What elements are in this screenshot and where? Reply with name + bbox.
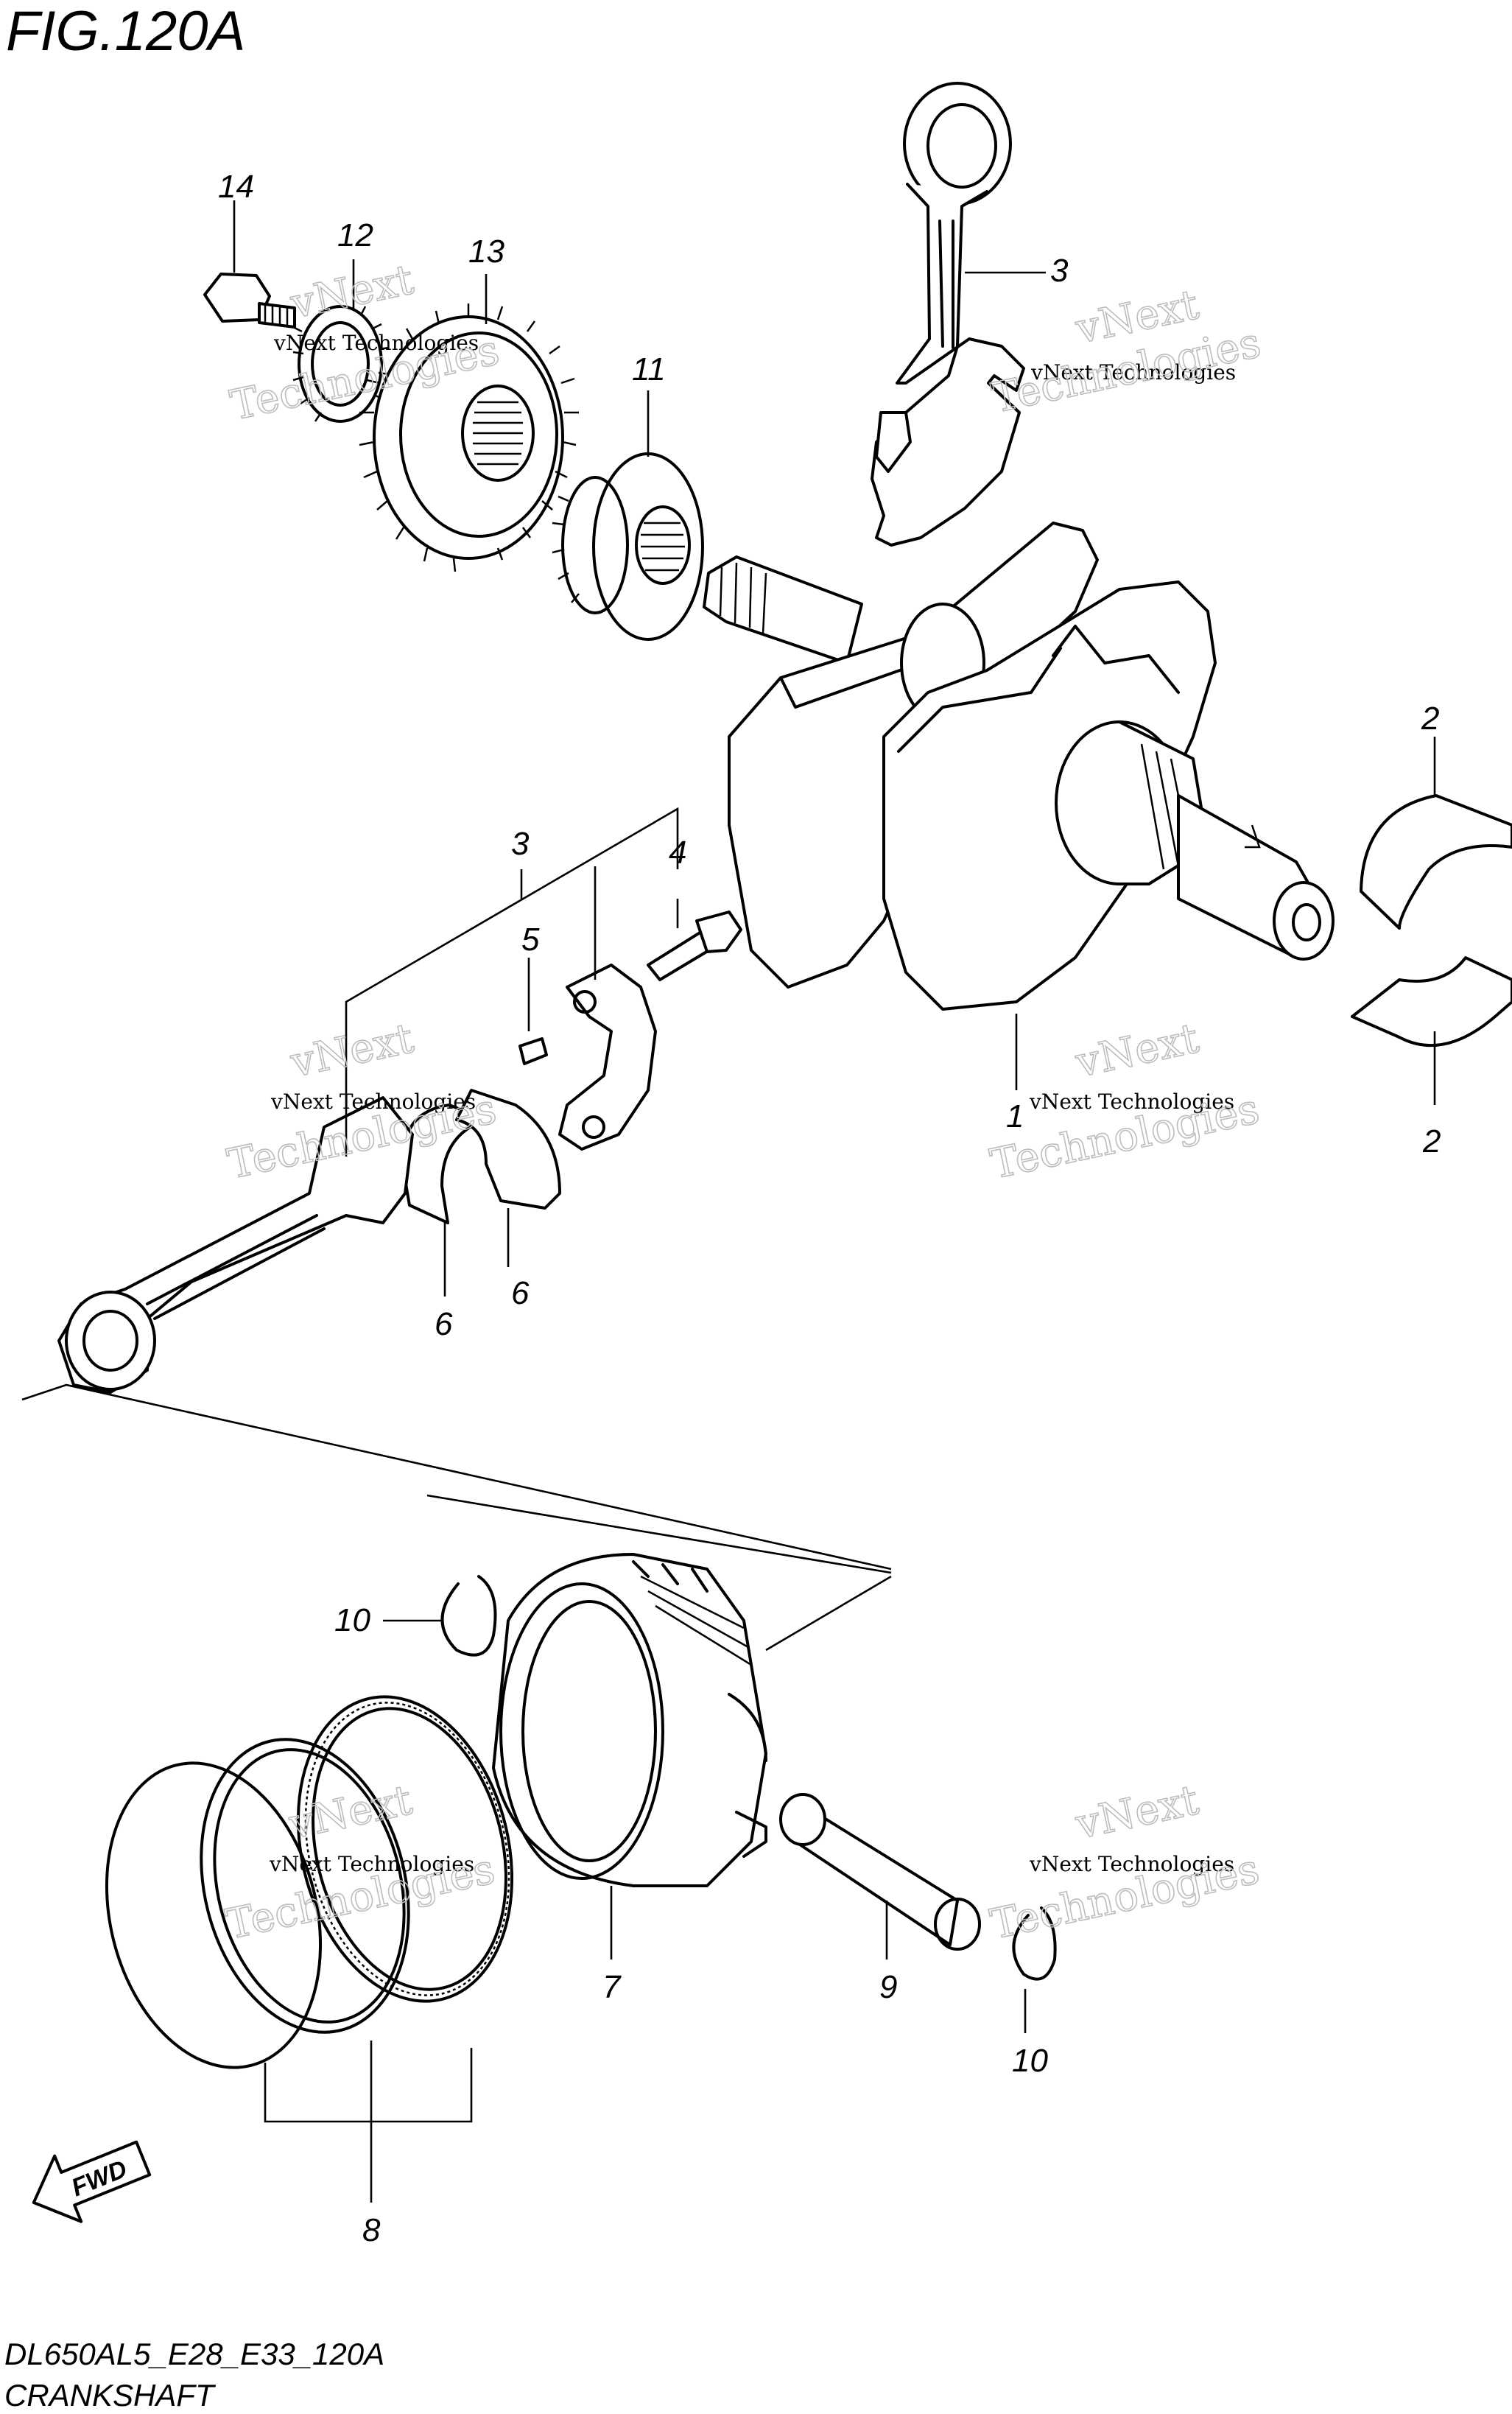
callout-10-right: 10	[1012, 2043, 1048, 2079]
callout-8: 8	[362, 2212, 381, 2248]
callout-10-left: 10	[334, 1602, 370, 1638]
svg-text:vNext Technologies: vNext Technologies	[273, 331, 479, 355]
callout-2-upper: 2	[1421, 701, 1439, 737]
part-2-bearing-lower[interactable]	[1351, 956, 1512, 1048]
callout-12: 12	[337, 217, 373, 253]
callout-14: 14	[218, 169, 254, 205]
part-3-rod-cap[interactable]	[558, 964, 657, 1151]
callout-4: 4	[669, 835, 686, 871]
callout-6-b: 6	[511, 1275, 530, 1311]
part-7-piston[interactable]	[492, 1553, 767, 1887]
part-10-circlip-left[interactable]	[440, 1575, 497, 1657]
part-13-large-gear[interactable]	[359, 303, 579, 572]
callout-6-a: 6	[435, 1306, 453, 1342]
callout-2-lower: 2	[1422, 1123, 1441, 1159]
svg-text:vNext: vNext	[286, 1014, 418, 1087]
part-3-connecting-rod-lower[interactable]	[57, 1096, 414, 1394]
svg-text:vNext Technologies: vNext Technologies	[1029, 1852, 1234, 1876]
part-4-bolt[interactable]	[647, 910, 742, 981]
watermark-5: vNext Technologies vNext Technologies	[222, 1775, 500, 1949]
part-5-dowel-pin[interactable]	[518, 1037, 548, 1065]
svg-text:vNext: vNext	[1071, 1014, 1203, 1087]
svg-text:vNext Technologies: vNext Technologies	[270, 1090, 476, 1114]
watermark-4: vNext Technologies vNext Technologies	[986, 1014, 1265, 1189]
part-12-small-gear[interactable]	[292, 305, 390, 423]
fwd-arrow-icon: FWD	[32, 2140, 152, 2223]
leader-lines	[21, 200, 1436, 2203]
model-code: DL650AL5_E28_E33_120A	[4, 2337, 384, 2371]
callout-numbers: 14 12 13 11 3 2 2 1 3 4 5 6 6 10 7 9 10 …	[218, 169, 1441, 2248]
part-3-connecting-rod-upper[interactable]	[871, 82, 1025, 547]
watermark-6: vNext Technologies vNext Technologies	[986, 1775, 1265, 1949]
svg-text:vNext: vNext	[284, 1776, 416, 1849]
svg-text:vNext Technologies: vNext Technologies	[1029, 1090, 1234, 1114]
part-10-circlip-right[interactable]	[1012, 1906, 1057, 1981]
part-8-piston-rings[interactable]	[76, 1674, 542, 2090]
section-name: CRANKSHAFT	[4, 2378, 217, 2413]
callout-3-lower: 3	[511, 826, 530, 862]
callout-1: 1	[1006, 1098, 1024, 1134]
callout-5: 5	[521, 922, 540, 958]
callout-11: 11	[632, 351, 666, 387]
svg-text:vNext Technologies: vNext Technologies	[1030, 360, 1236, 385]
part-14-bolt[interactable]	[203, 273, 296, 329]
figure-title: FIG.120A	[6, 0, 245, 63]
part-2-bearing-upper[interactable]	[1360, 794, 1512, 930]
part-11-washer[interactable]	[552, 452, 704, 641]
part-9-piston-pin[interactable]	[779, 1793, 981, 1951]
svg-text:vNext Technologies: vNext Technologies	[269, 1852, 474, 1876]
part-6-bearing-shell-b[interactable]	[455, 1089, 561, 1210]
callout-3-upper: 3	[1050, 253, 1069, 289]
watermark-2: vNext Technologies vNext Technologies	[988, 280, 1266, 423]
callout-7: 7	[602, 1969, 622, 2005]
callout-13: 13	[468, 234, 504, 270]
part-1-crankshaft[interactable]	[703, 522, 1335, 1011]
callout-9: 9	[879, 1969, 897, 2005]
svg-text:vNext: vNext	[1071, 1776, 1203, 1849]
